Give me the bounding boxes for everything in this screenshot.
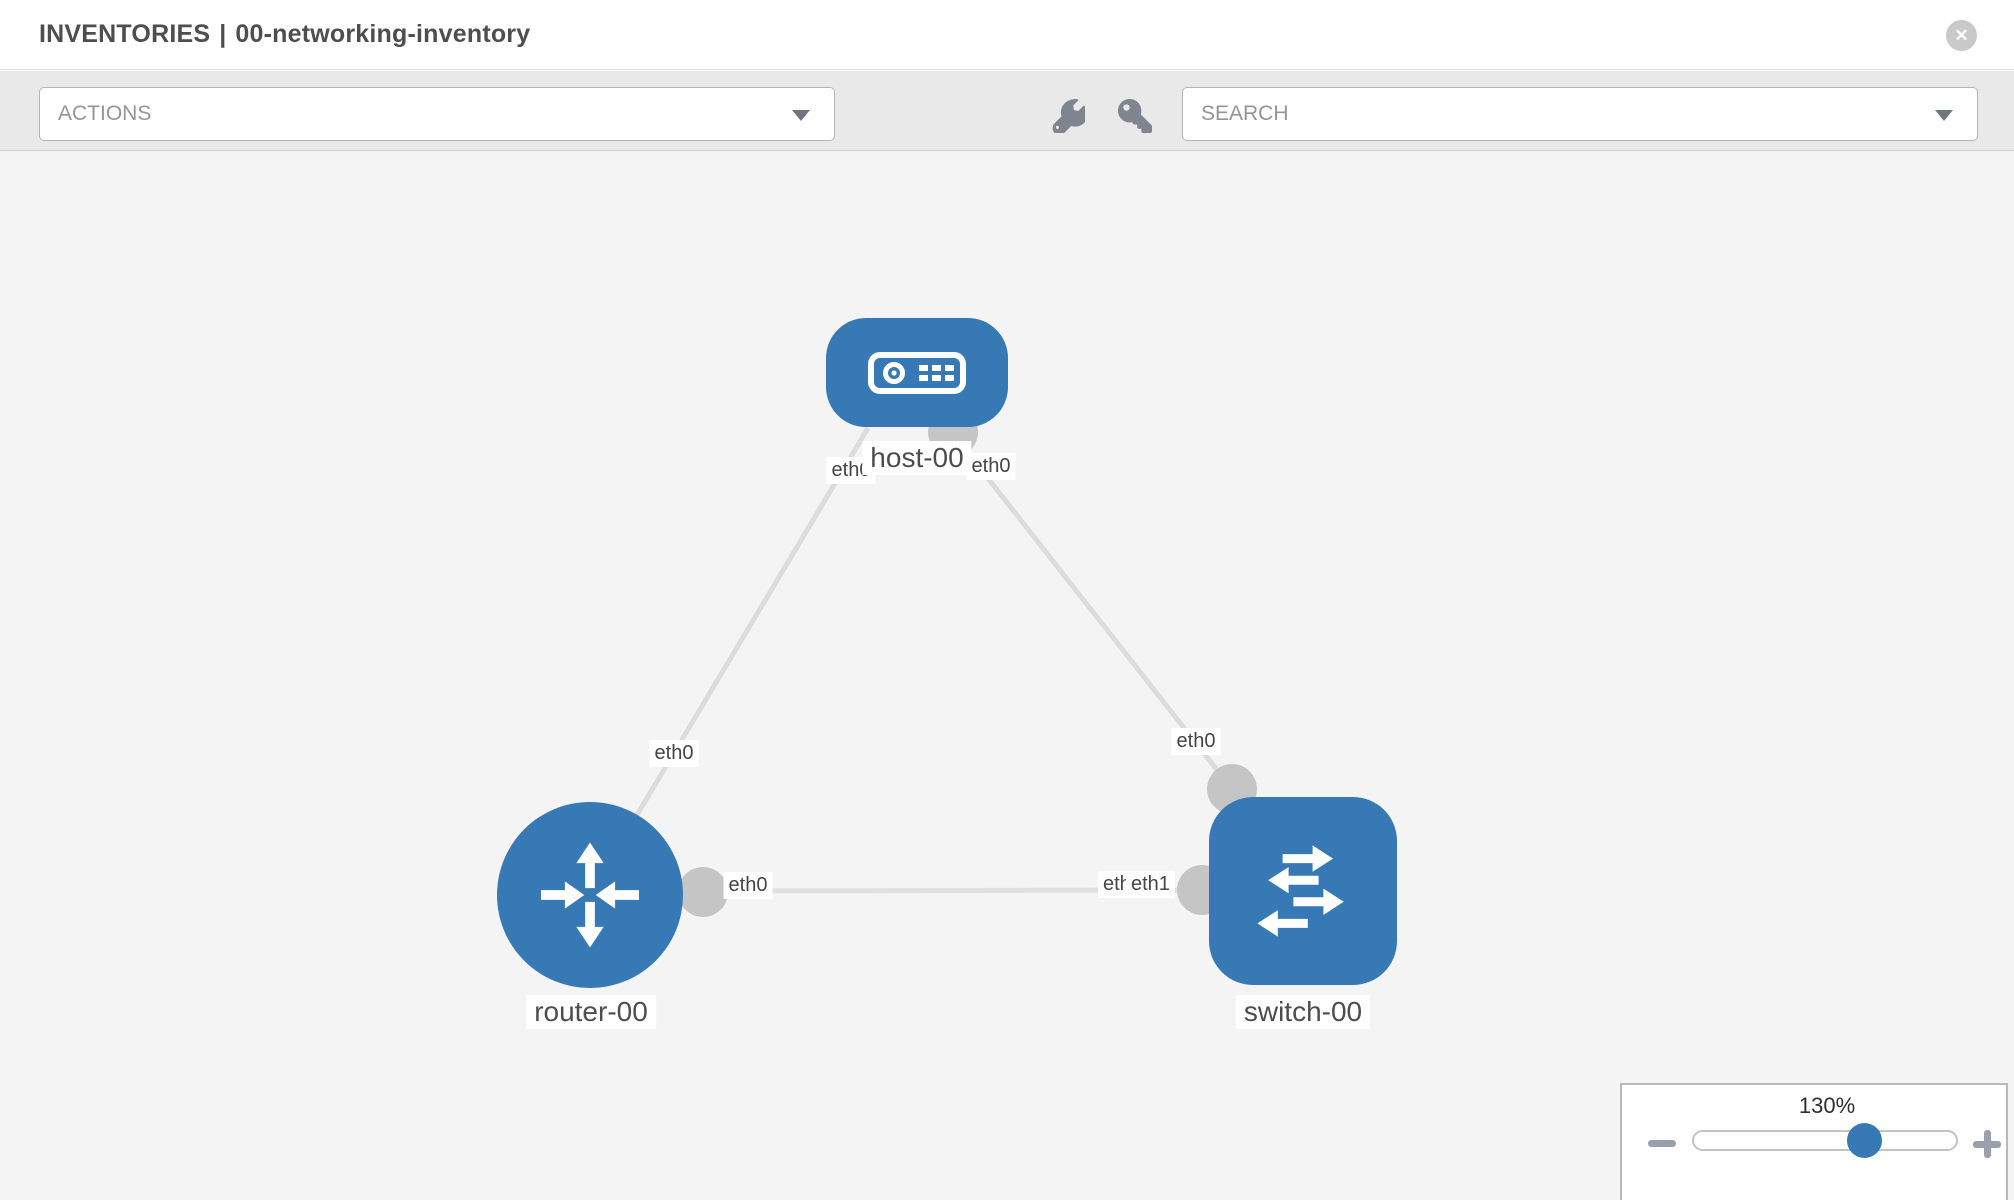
search-dropdown-label: SEARCH [1201, 102, 1289, 125]
zoom-slider-handle[interactable] [1847, 1123, 1882, 1158]
router-arrows-icon [540, 842, 640, 948]
close-x-icon: ✕ [1954, 26, 1969, 45]
edge-label: eth0 [1171, 728, 1221, 755]
key-icon [1118, 99, 1152, 133]
actions-dropdown-label: ACTIONS [58, 102, 152, 125]
title-separator: | [219, 20, 227, 48]
node-label-host-00: host-00 [862, 441, 972, 475]
zoom-level-value: 130% [1798, 1093, 1856, 1118]
wrench-button[interactable] [1049, 97, 1087, 135]
edge-label: eth0 [966, 453, 1016, 480]
actions-dropdown[interactable]: ACTIONS [39, 87, 835, 141]
server-icon [868, 351, 966, 394]
switch-arrows-icon [1257, 845, 1344, 937]
edge-label: eth0 [723, 872, 773, 899]
breadcrumb: INVENTORIES | 00-networking-inventory [39, 20, 530, 49]
edge-label: eth0 [649, 740, 699, 767]
chevron-down-icon [792, 110, 810, 121]
zoom-in-button[interactable] [1972, 1129, 2002, 1159]
close-button[interactable]: ✕ [1946, 20, 1977, 51]
node-label-switch-00: switch-00 [1235, 995, 1371, 1029]
edges-layer [631, 426, 1234, 894]
chevron-down-icon [1935, 110, 1953, 121]
zoom-panel: 130% [1620, 1083, 2008, 1200]
zoom-out-button[interactable] [1648, 1140, 1676, 1147]
node-label-router-00: router-00 [526, 995, 656, 1029]
interface-dot-router-eth0[interactable] [678, 867, 728, 917]
key-button[interactable] [1116, 97, 1154, 135]
zoom-slider-track[interactable] [1692, 1130, 1958, 1151]
search-dropdown[interactable]: SEARCH [1182, 87, 1978, 141]
node-host-00[interactable] [826, 318, 1008, 427]
node-router-00[interactable] [497, 802, 683, 988]
header-bar: INVENTORIES | 00-networking-inventory ✕ [0, 0, 2014, 70]
inventory-name: 00-networking-inventory [235, 20, 531, 48]
node-switch-00[interactable] [1209, 797, 1397, 985]
topology-canvas[interactable]: eth0 eth0 eth0 eth0 eth0 eth0 eth1 host-… [0, 151, 2014, 1200]
edge-label: eth1 [1126, 871, 1175, 898]
toolbar: ACTIONS SEARCH [0, 71, 2014, 151]
wrench-icon [1052, 99, 1085, 133]
page-title: INVENTORIES [39, 20, 211, 48]
